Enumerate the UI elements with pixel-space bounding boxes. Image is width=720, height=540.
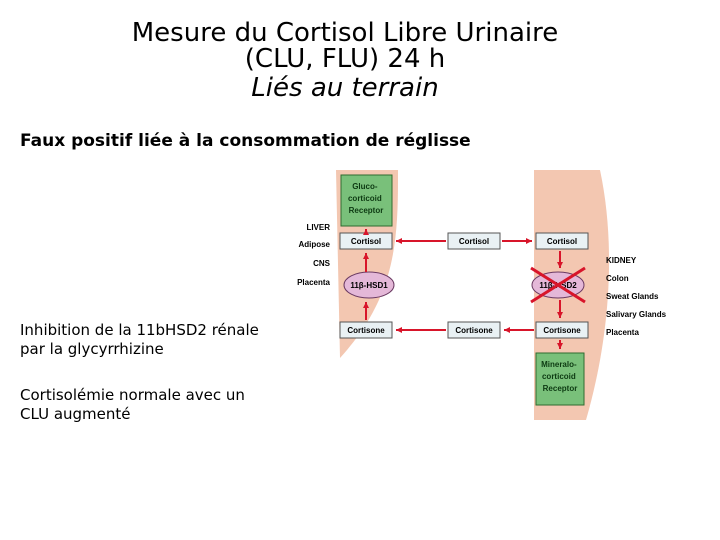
mineralo-receptor-line2: corticoid	[542, 372, 576, 381]
cortisol-label-blood: Cortisol	[459, 237, 489, 246]
left-tissue-labels: LIVER Adipose CNS Placenta	[297, 223, 331, 287]
cortisone-label-blood: Cortisone	[455, 326, 493, 335]
gluco-receptor-line3: Receptor	[349, 206, 384, 215]
cortisone-label-kidney: Cortisone	[543, 326, 581, 335]
cortisol-box-kidney	[535, 232, 589, 250]
bullet-inhibition: Inhibition de la 11bHSD2 rénale par la g…	[20, 321, 259, 359]
left-tissue-liver: LIVER	[306, 223, 330, 232]
cortisone-box-liver	[339, 321, 393, 339]
bullet-inhibition-line2: par la glycyrrhizine	[20, 340, 164, 358]
mineralo-receptor-line3: Receptor	[543, 384, 578, 393]
cortisone-box-blood	[447, 321, 501, 339]
right-tissue-kidney: KIDNEY	[606, 256, 637, 265]
right-tissue-sweat-glands: Sweat Glands	[606, 292, 659, 301]
svg-text:Mineralo- corticoid Re: Mineralo- corticoid Receptor	[541, 360, 579, 393]
mineralocorticoid-receptor-box	[535, 352, 585, 406]
cortisol-label-kidney: Cortisol	[547, 237, 577, 246]
gluco-receptor-line1: Gluco-	[352, 182, 378, 191]
bullet-cortisolemie-line1: Cortisolémie normale avec un	[20, 386, 245, 404]
right-tissue-placenta: Placenta	[606, 328, 639, 337]
slide-title-line3: Liés au terrain	[251, 73, 439, 103]
left-tissue-placenta: Placenta	[297, 278, 330, 287]
right-tissue-labels: KIDNEY Colon Sweat Glands Salivary Gland…	[606, 256, 667, 337]
right-tissue-salivary-glands: Salivary Glands	[606, 310, 667, 319]
slide-title-line1: Mesure du Cortisol Libre Urinaire	[131, 18, 559, 48]
cortisol-box-blood	[447, 232, 501, 250]
hsd1-enzyme	[343, 271, 395, 299]
gluco-receptor-line2: corticoid	[348, 194, 382, 203]
hsd2-inhibition-cross	[530, 266, 586, 304]
mineralo-receptor-line1: Mineralo-	[541, 360, 577, 369]
cortisol-label-liver: Cortisol	[351, 237, 381, 246]
glucocorticoid-receptor-box	[340, 174, 393, 227]
bullet-inhibition-line1: Inhibition de la 11bHSD2 rénale	[20, 321, 259, 339]
hsd1-label: 11β-HSD1	[350, 281, 388, 290]
svg-text:Gluco- corticoid Recep: Gluco- corticoid Receptor	[348, 182, 384, 215]
bullet-cortisolemie: Cortisolémie normale avec un CLU augment…	[20, 386, 245, 424]
left-tissue-cns: CNS	[313, 259, 331, 268]
cortisone-box-kidney	[535, 321, 589, 339]
cortisone-label-liver: Cortisone	[347, 326, 385, 335]
slide-subtitle: Faux positif liée à la consommation de r…	[20, 131, 471, 151]
right-tissue-colon: Colon	[606, 274, 629, 283]
bullet-cortisolemie-line2: CLU augmenté	[20, 405, 131, 423]
pathway-arrows	[363, 229, 563, 349]
slide-title-line2: (CLU, FLU) 24 h	[244, 44, 446, 74]
left-tissue-adipose: Adipose	[298, 240, 330, 249]
